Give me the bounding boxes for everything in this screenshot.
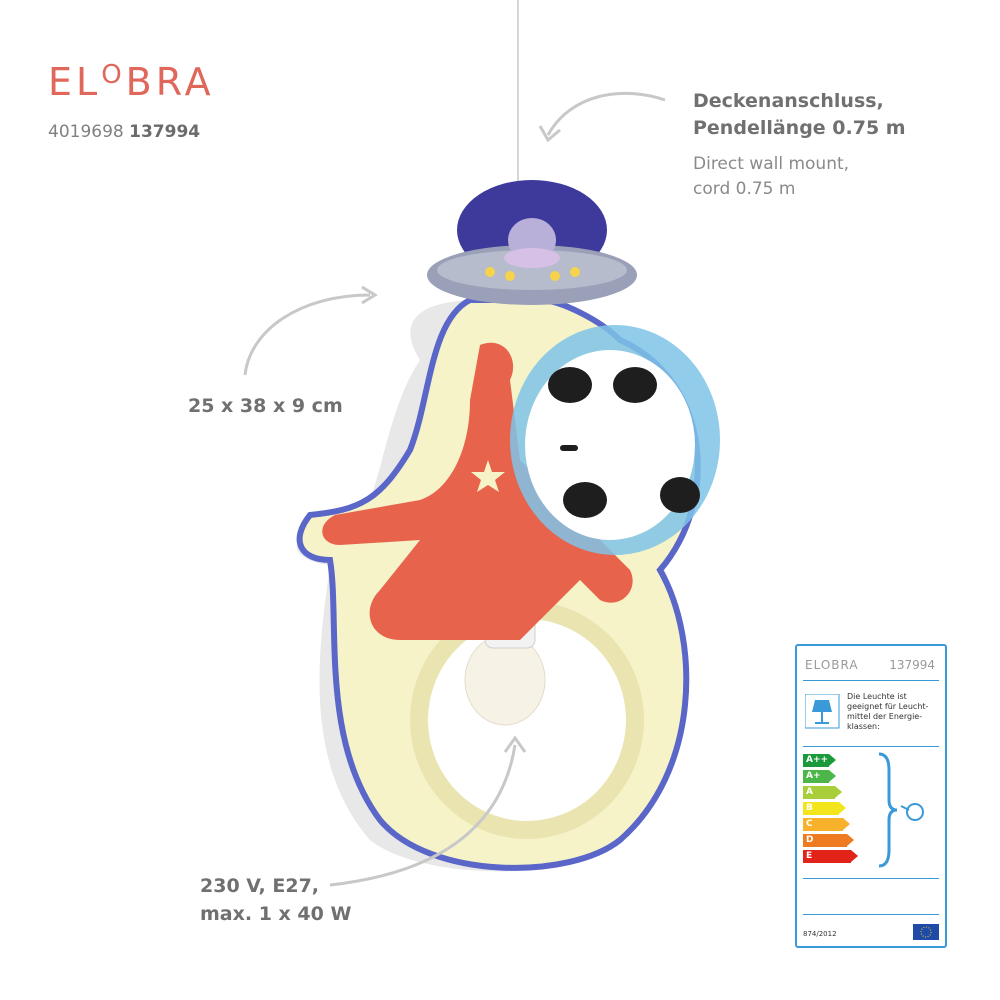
energy-class: D (803, 834, 854, 847)
energy-label-brand: ELOBRA (805, 658, 859, 672)
ceiling-mount-label-de: Deckenanschluss,Pendellänge 0.75 m (693, 90, 906, 139)
energy-class: B (803, 802, 846, 815)
eu-flag-icon (913, 924, 939, 940)
lamp-icon (805, 694, 840, 729)
energy-class: A+ (803, 770, 836, 783)
energy-label-text: Die Leuchte ist geeignet für Leucht-mitt… (847, 692, 929, 731)
power-label: 230 V, E27,max. 1 x 40 W (200, 875, 352, 925)
article-number: 4019698 137994 (48, 122, 201, 142)
brand-logo: ELOBRA (48, 60, 215, 104)
energy-class: E (803, 850, 858, 863)
energy-label-code: 137994 (889, 658, 935, 672)
energy-label: ELOBRA 137994 Die Leuchte ist geeignet f… (795, 644, 947, 948)
dimensions-label: 25 x 38 x 9 cm (188, 395, 343, 417)
energy-class: A++ (803, 754, 836, 767)
energy-class: C (803, 818, 850, 831)
energy-class: A (803, 786, 842, 799)
bracket-bulb-icon (878, 752, 924, 868)
ceiling-mount-label-en: Direct wall mount,cord 0.75 m (693, 154, 850, 199)
regulation-number: 874/2012 (803, 930, 837, 938)
